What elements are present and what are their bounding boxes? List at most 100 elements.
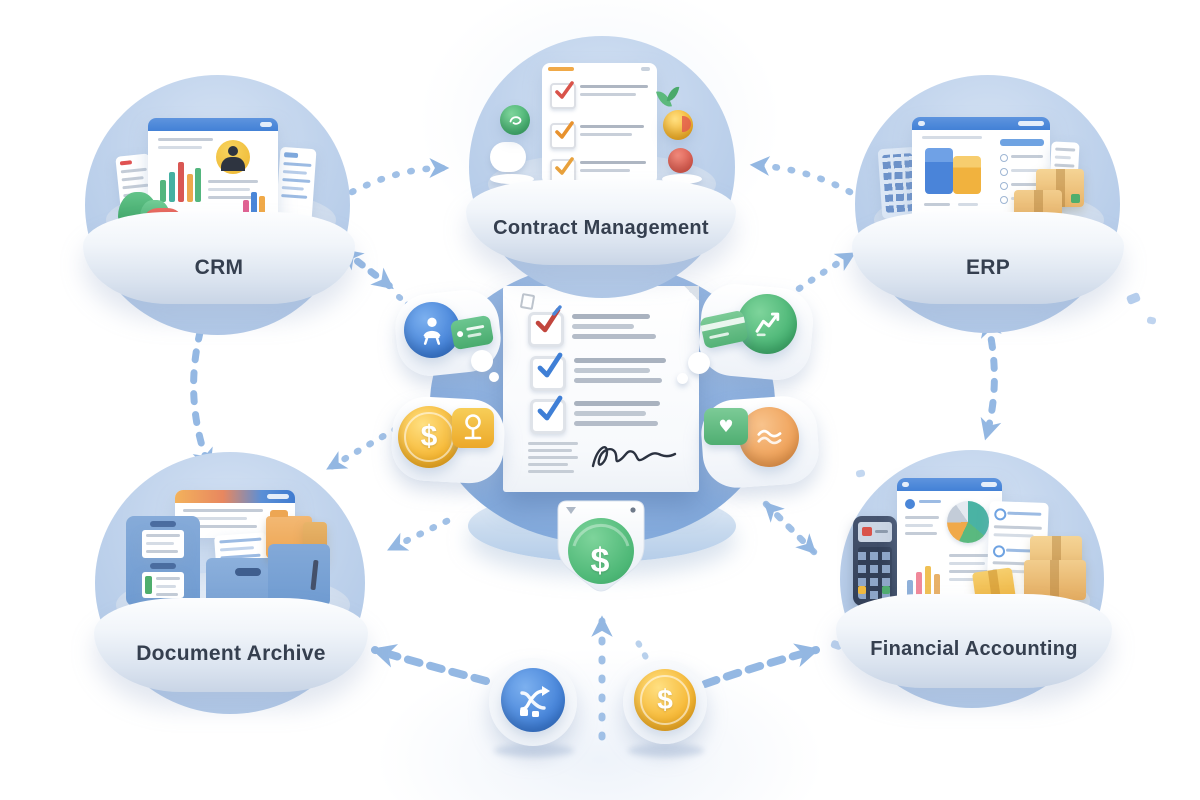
checkmark-blue <box>537 395 563 421</box>
checkmark-orange <box>555 121 574 139</box>
titlebar-button <box>267 494 289 499</box>
text-lines <box>572 314 656 339</box>
checkmark-red <box>555 81 574 99</box>
node-label-erp: ERP <box>965 256 1011 280</box>
cabinet-paper <box>142 530 184 558</box>
key-yellow <box>858 586 866 594</box>
document-archive-illustration <box>90 452 377 622</box>
cabinet-paper <box>142 572 184 598</box>
grid-cells <box>882 153 916 213</box>
text-lines <box>281 162 312 199</box>
chart-bar <box>259 196 265 214</box>
text-line <box>572 334 656 339</box>
text-line <box>121 176 144 182</box>
signature-scribble <box>591 446 677 468</box>
cube-yellow <box>953 156 981 194</box>
row-bullet <box>994 508 1007 521</box>
text-line <box>574 421 658 426</box>
text-line <box>905 516 939 519</box>
text-line <box>183 509 263 512</box>
list-header-chip <box>1000 139 1044 146</box>
red-tag <box>119 160 133 166</box>
text-line <box>158 146 202 149</box>
green-label <box>1071 194 1080 203</box>
shield-circle-shine <box>572 523 630 547</box>
row-bullet <box>1000 196 1008 204</box>
node-label-contract-management: Contract Management <box>493 217 709 240</box>
dollar-coin-badge: $ <box>634 669 696 731</box>
titlebar-dot <box>918 121 925 126</box>
calculator <box>853 516 897 606</box>
row-bullet <box>1000 168 1008 176</box>
heart-icon: ♥ <box>718 416 734 437</box>
crm-platform: CRM <box>83 212 355 304</box>
text-line <box>1054 155 1071 160</box>
folder-tab <box>270 510 288 517</box>
text-line <box>283 162 312 168</box>
arrow-crm-hub-two-way <box>340 247 395 291</box>
crm-illustration <box>78 70 363 230</box>
text-line <box>1055 147 1076 152</box>
presenter-icon <box>423 317 441 345</box>
sphere-glyph <box>509 116 522 125</box>
text-line <box>572 324 634 329</box>
connector-dot <box>688 352 710 374</box>
connector-dot <box>471 350 493 372</box>
titlebar-button <box>260 122 272 127</box>
screen-symbol-red <box>862 527 872 536</box>
text-line <box>146 534 180 537</box>
window-titlebar <box>897 478 1002 491</box>
text-lines <box>156 577 180 596</box>
avatar-shoulders <box>221 157 245 171</box>
titlebar-button <box>981 482 997 487</box>
contract-check-row <box>528 352 678 391</box>
blue-chip <box>905 499 915 509</box>
list-row <box>1000 181 1044 190</box>
text-line <box>1054 163 1075 168</box>
chart-bar <box>925 566 931 598</box>
node-label-document-archive: Document Archive <box>136 642 326 666</box>
mini-bar-chart <box>907 564 941 598</box>
coin-ring <box>640 675 690 725</box>
cloud-tree <box>490 142 526 172</box>
text-lines <box>924 203 984 206</box>
chart-bar <box>916 572 922 598</box>
fine-print-lines <box>528 442 578 473</box>
contract-document <box>503 286 699 492</box>
chart-bar <box>934 574 940 598</box>
text-line <box>580 85 648 88</box>
list-row <box>1000 153 1044 162</box>
text-lines <box>905 516 939 535</box>
calculator-screen <box>858 522 892 542</box>
erp-platform: ERP <box>852 212 1124 304</box>
card-line <box>709 332 730 340</box>
text-lines <box>146 534 180 553</box>
finance-report-window <box>897 478 1002 606</box>
titlebar-button <box>1018 121 1044 126</box>
chart-bar <box>907 580 913 598</box>
text-line <box>208 188 250 191</box>
cardboard-box-back <box>1024 560 1086 600</box>
node-contract-management: Contract Management <box>460 28 742 298</box>
contract-check-row <box>528 305 678 347</box>
text-line <box>574 368 650 373</box>
text-line <box>1011 183 1043 186</box>
text-line <box>281 193 308 199</box>
text-line <box>580 161 646 164</box>
window-titlebar <box>912 117 1050 130</box>
text-line <box>146 542 174 545</box>
arrow-erp-to-contract-management <box>749 156 854 196</box>
arrow-hub-financial-accounting-two-way <box>762 500 818 556</box>
text-line <box>905 524 933 527</box>
window-titlebar-gradient <box>175 490 295 503</box>
text-line <box>1007 511 1042 516</box>
arrow-coin-to-financial-accounting <box>701 643 820 688</box>
crm-dashboard-window <box>148 118 278 225</box>
text-line <box>574 378 662 383</box>
shield-dollar-label: $ <box>567 528 633 594</box>
shield-dollar-circle <box>568 518 634 584</box>
node-document-archive: Document Archive <box>90 452 377 714</box>
text-lines <box>574 401 662 426</box>
red-crescent <box>682 116 691 132</box>
box-tape <box>1034 190 1043 226</box>
